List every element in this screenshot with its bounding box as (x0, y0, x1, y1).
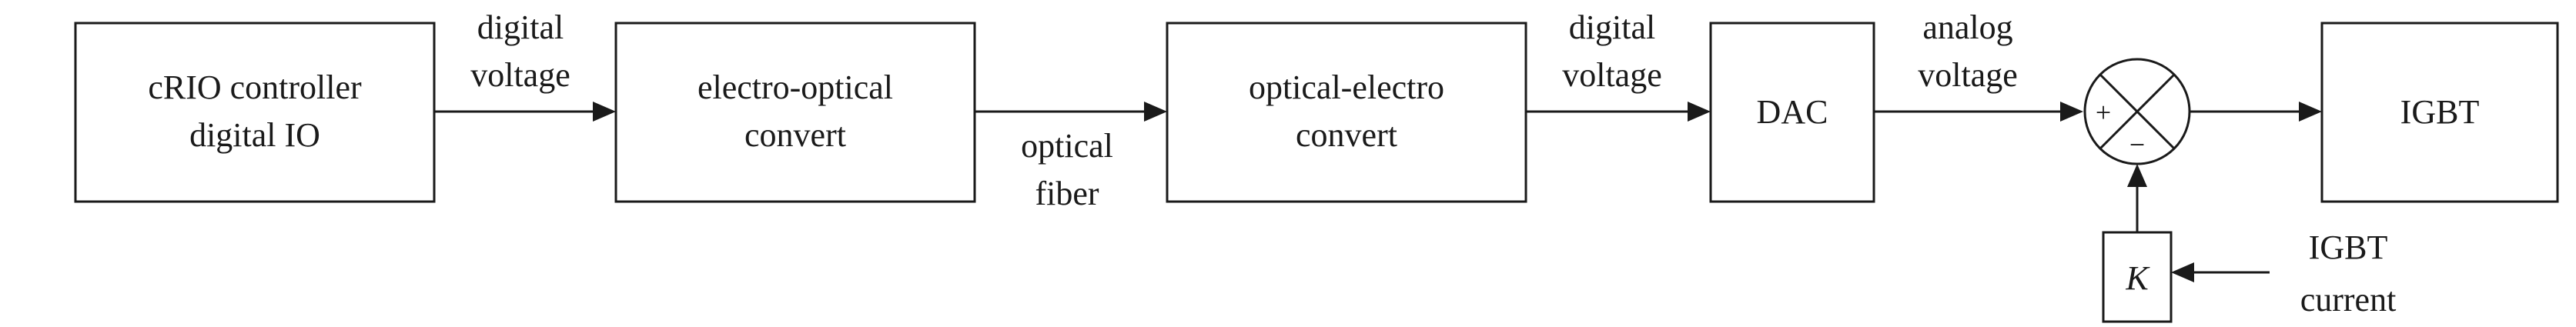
oe-block-label-line1: optical-electro (1249, 68, 1444, 106)
arrow-dac-to-sum (1874, 102, 2083, 122)
igbt-block: IGBT (2320, 22, 2559, 203)
eo-block-label-line1: electro-optical (698, 68, 893, 106)
arrow-sum-to-igbt (2190, 102, 2322, 122)
crio-block-label-line1: cRIO controller (148, 68, 362, 106)
signal-label-current: current (2300, 281, 2397, 319)
signal-label-analog: analog (1922, 8, 2012, 46)
arrow-eo-to-oe (975, 102, 1167, 122)
arrow-oe-to-dac (1526, 102, 1711, 122)
gain-k-label: K (2125, 259, 2150, 297)
signal-label-digital-1: digital (477, 8, 564, 46)
signal-label-voltage-3: voltage (1918, 56, 2018, 94)
crio-controller-block: cRIO controller digital IO (74, 22, 436, 203)
arrow-current-to-k (2171, 262, 2270, 282)
oe-block-label-line2: convert (1296, 116, 1397, 154)
sum-minus-sign: − (2129, 129, 2145, 160)
arrow-k-to-sum (2127, 164, 2147, 232)
dac-block: DAC (1709, 22, 1875, 203)
summing-junction: + − (2083, 58, 2191, 165)
gain-k-block: K (2102, 231, 2173, 323)
signal-label-optical: optical (1021, 127, 1113, 165)
signal-label-voltage-1: voltage (470, 56, 570, 94)
igbt-block-label: IGBT (2400, 93, 2480, 131)
electro-optical-convert-block: electro-optical convert (614, 22, 976, 203)
signal-label-fiber: fiber (1035, 175, 1099, 212)
arrow-crio-to-eo (434, 102, 616, 122)
eo-block-label-line2: convert (744, 116, 846, 154)
signal-label-digital-2: digital (1569, 8, 1655, 46)
crio-block-label-line2: digital IO (189, 116, 320, 154)
dac-block-label: DAC (1757, 93, 1828, 131)
sum-plus-sign: + (2096, 97, 2111, 128)
signal-label-voltage-2: voltage (1562, 56, 1662, 94)
signal-label-igbt: IGBT (2309, 229, 2388, 266)
optical-electro-convert-block: optical-electro convert (1166, 22, 1527, 203)
